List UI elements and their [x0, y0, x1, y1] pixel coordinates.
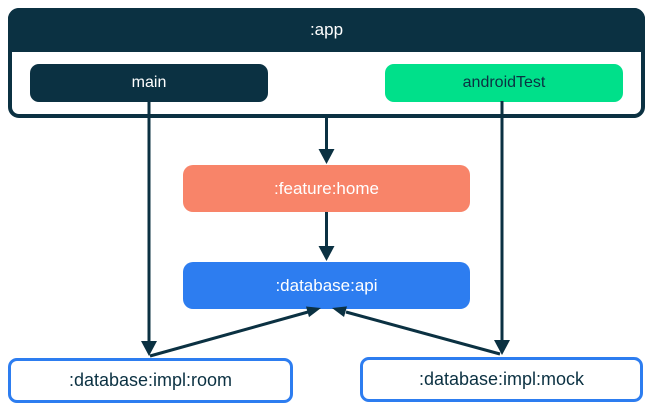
module-database-api: :database:api	[183, 262, 470, 309]
arrowhead-icon	[141, 341, 157, 356]
edge-androidtest-to-database-impl-mock	[494, 101, 510, 355]
module-database-impl-mock: :database:impl:mock	[360, 357, 643, 402]
edge-database-impl-room-to-database-api-line	[149, 310, 309, 358]
edge-database-impl-mock-to-database-api-line	[345, 310, 501, 356]
module-feature-home: :feature:home	[183, 165, 470, 212]
arrowhead-icon	[318, 246, 335, 261]
module-database-impl-room: :database:impl:room	[8, 358, 293, 403]
source-set-main-label: main	[131, 74, 167, 91]
source-set-androidtest-label: androidTest	[462, 74, 546, 91]
edge-database-impl-room-to-database-api	[149, 306, 321, 358]
edge-feature-home-to-database-api	[318, 212, 335, 261]
edge-main-to-database-impl-room	[141, 101, 157, 356]
app-module-title: :app	[309, 20, 344, 39]
module-database-impl-mock-label: :database:impl:mock	[418, 369, 585, 389]
app-module-header: :app	[8, 8, 645, 52]
source-set-androidtest-pill: androidTest	[385, 64, 623, 102]
edge-database-impl-mock-to-database-api	[332, 306, 501, 356]
source-set-main-pill: main	[30, 64, 268, 102]
module-feature-home-label: :feature:home	[274, 178, 379, 198]
edge-app-to-feature-home	[318, 117, 335, 164]
module-database-impl-room-label: :database:impl:room	[68, 370, 233, 390]
arrowhead-icon	[318, 149, 335, 164]
arrowhead-icon	[494, 340, 510, 355]
module-database-api-label: :database:api	[275, 275, 378, 295]
